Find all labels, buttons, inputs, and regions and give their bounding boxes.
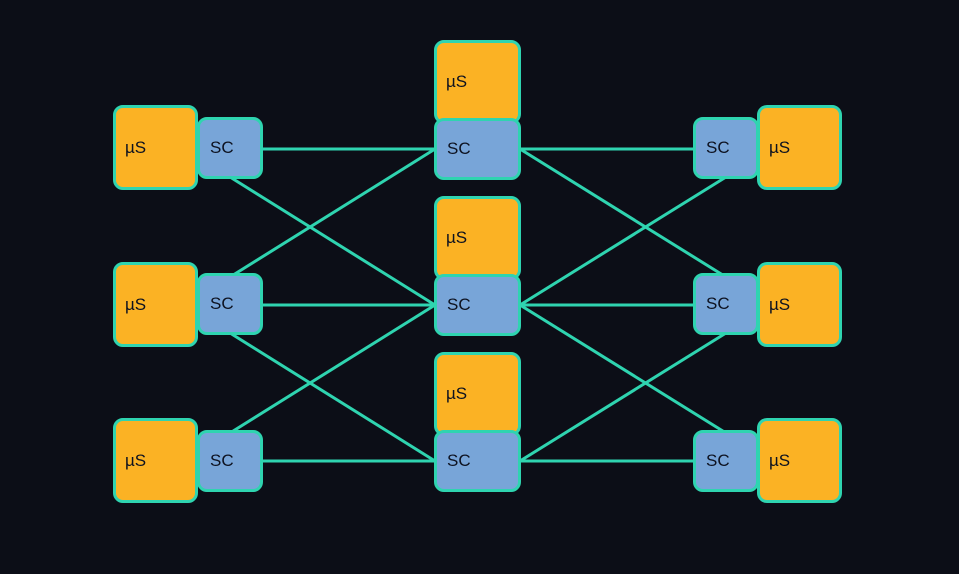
sidecar-left-3: SC <box>197 430 263 492</box>
sidecar-center-1: SC <box>434 118 521 180</box>
connection-left-2-to-center-3 <box>229 331 436 463</box>
microservice-left-1: µS <box>113 105 198 190</box>
connection-left-2-to-center-1 <box>229 147 436 279</box>
sidecar-right-1: SC <box>693 117 759 179</box>
microservice-center-2: µS <box>434 196 521 280</box>
microservice-right-3: µS <box>757 418 842 503</box>
microservice-right-1: µS <box>757 105 842 190</box>
connection-left-1-to-center-2 <box>229 175 436 307</box>
connection-center-2-to-right-3 <box>519 303 727 435</box>
microservice-center-1: µS <box>434 40 521 124</box>
sidecar-right-2: SC <box>693 273 759 335</box>
microservice-left-3: µS <box>113 418 198 503</box>
connection-center-1-to-right-2 <box>519 147 727 279</box>
sidecar-left-1: SC <box>197 117 263 179</box>
sidecar-center-2: SC <box>434 274 521 336</box>
sidecar-right-3: SC <box>693 430 759 492</box>
microservice-right-2: µS <box>757 262 842 347</box>
connection-center-2-to-right-1 <box>519 175 727 307</box>
microservice-left-2: µS <box>113 262 198 347</box>
sidecar-left-2: SC <box>197 273 263 335</box>
sidecar-center-3: SC <box>434 430 521 492</box>
connection-left-3-to-center-2 <box>229 303 436 435</box>
connection-center-3-to-right-2 <box>519 331 727 463</box>
microservice-center-3: µS <box>434 352 521 436</box>
